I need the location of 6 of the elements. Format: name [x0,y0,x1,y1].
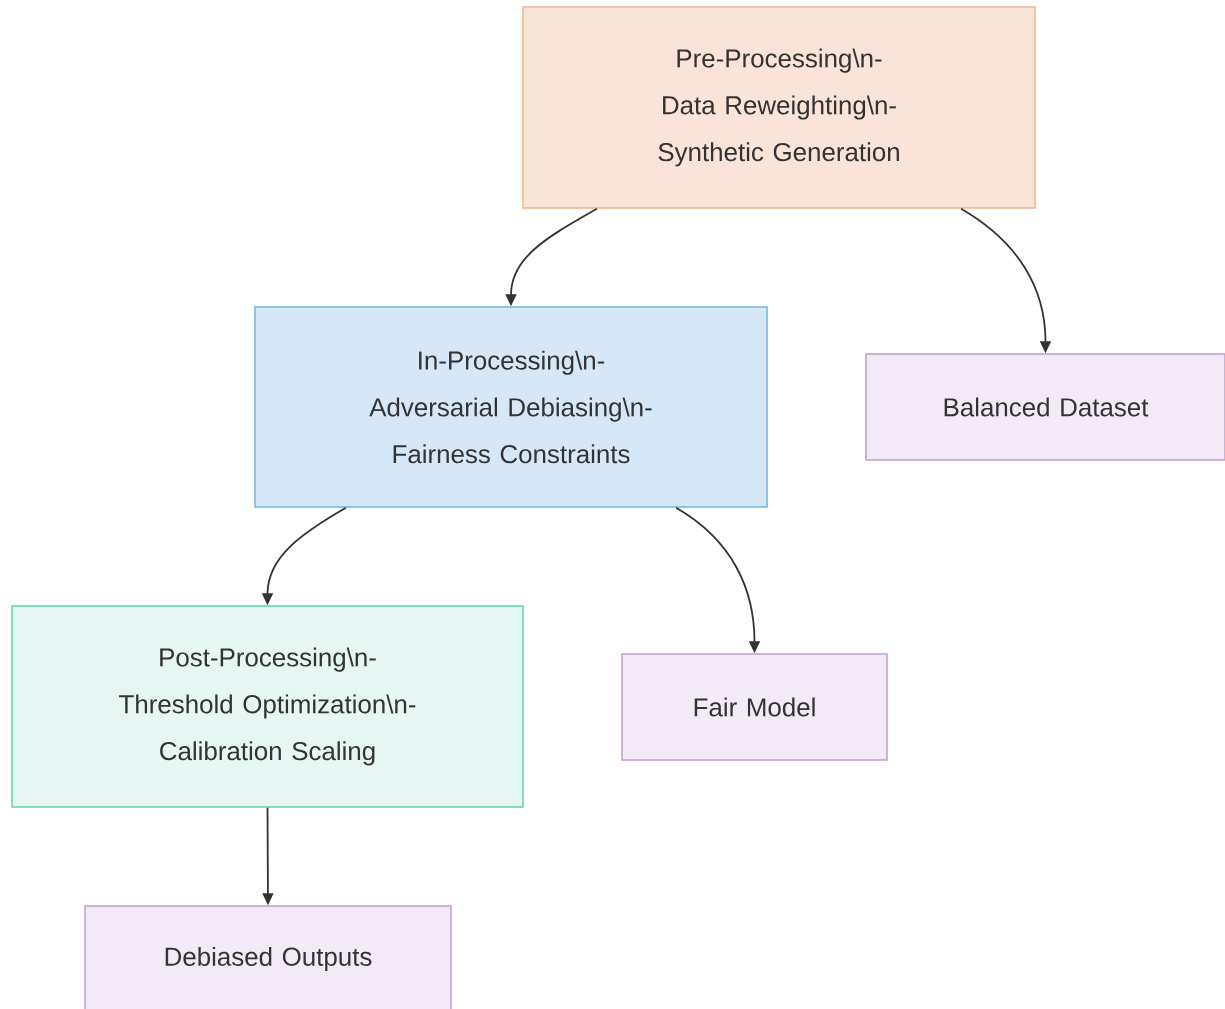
process-box: Pre-Processing\n- Data Reweighting\n- Synthetic Generation [522,6,1036,209]
process-box: Debiased Outputs [84,905,452,1009]
process-box: Post-Processing\n- Threshold Optimization\n- Calibration Scaling [11,605,524,808]
process-box: In-Processing\n- Adversarial Debiasing\n- Fairness Constraints [254,306,768,508]
process-box: Fair Model [621,653,888,761]
process-box: Balanced Dataset [865,353,1225,461]
